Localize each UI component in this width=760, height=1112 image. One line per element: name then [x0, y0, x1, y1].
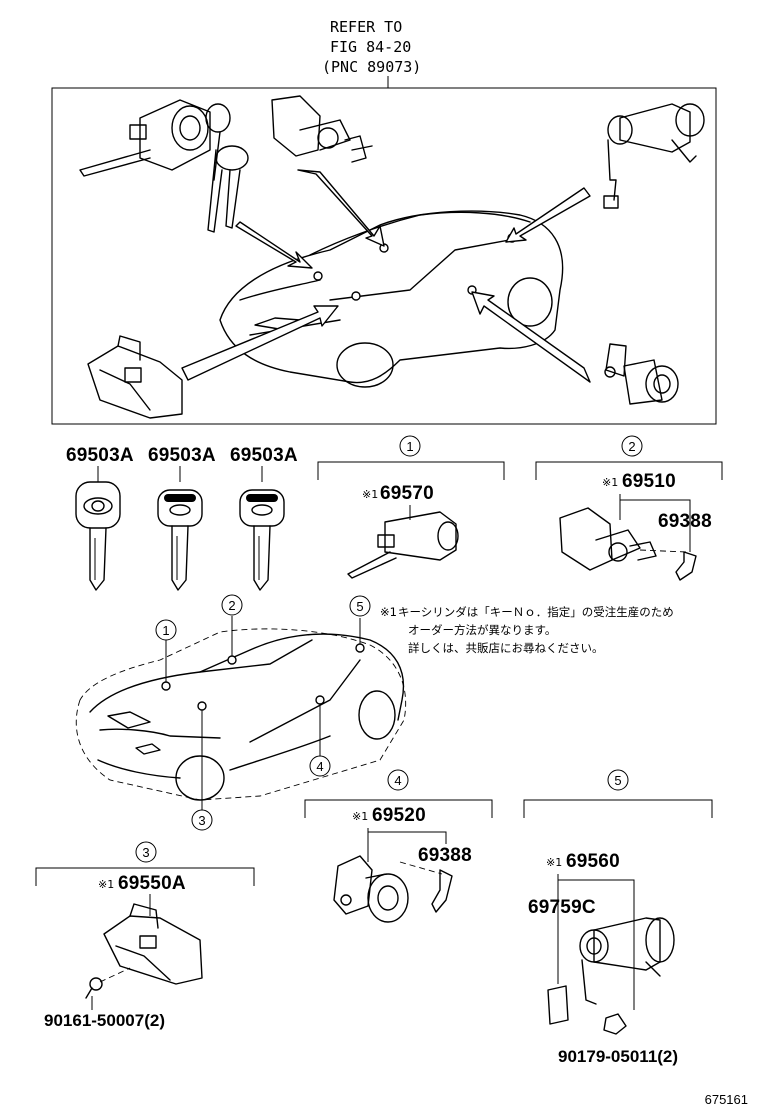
- car-callout-4: 4: [316, 759, 323, 774]
- group-3-mark: ※1: [98, 878, 114, 891]
- group-1-mark: ※1: [362, 488, 378, 501]
- refer-line-1: REFER TO: [330, 18, 402, 36]
- key-set: 69503A 69503A 69503A: [66, 445, 298, 591]
- key-part-3: 69503A: [230, 445, 298, 466]
- luggage-lock-icon: [85, 903, 203, 999]
- group-2-circle: 2: [628, 439, 635, 454]
- key-icon-2: [157, 489, 203, 591]
- group-4-part-main: 69520: [372, 805, 426, 826]
- ignition-cylinder-icon: [347, 511, 459, 579]
- car-callout-1: 1: [162, 623, 169, 638]
- overview-door-cylinder-icon: [603, 103, 705, 209]
- group-4-circle: 4: [394, 773, 401, 788]
- figure-number: 675161: [705, 1092, 748, 1107]
- car-callout-2: 2: [228, 598, 235, 613]
- group-5-part-main: 69560: [566, 851, 620, 872]
- group-3: 3 ※1 69550A 90161-50007(2): [35, 841, 255, 1030]
- group-1-circle: 1: [406, 439, 413, 454]
- group-4-mark: ※1: [352, 810, 368, 823]
- location-car: 1 2 3 4 5: [75, 594, 407, 831]
- overview-back-door-cylinder-icon: [604, 343, 679, 405]
- group-5-part-sub: 69759C: [528, 897, 596, 918]
- key-icon-3: [239, 489, 285, 591]
- group-2-mark: ※1: [602, 476, 618, 489]
- note-mark: ※1: [380, 605, 397, 619]
- overview-arrows: [181, 169, 591, 383]
- door-key-cylinder-icon: [333, 855, 453, 923]
- group-2: 2 ※1 69510 69388: [535, 435, 723, 581]
- group-2-part-sub: 69388: [658, 511, 712, 532]
- key-part-2: 69503A: [148, 445, 216, 466]
- door-lock-cylinder-icon: [559, 507, 697, 581]
- group-3-part: 69550A: [118, 873, 186, 894]
- overview-keys-icon: [205, 103, 249, 233]
- note-line-3: 詳しくは、共販店にお尋ねください。: [408, 641, 604, 655]
- note-line-2: オーダー方法が異なります。: [408, 623, 556, 637]
- overview-door-lock-icon: [271, 95, 373, 163]
- refer-line-3: (PNC 89073): [322, 58, 421, 76]
- group-3-circle: 3: [142, 845, 149, 860]
- overview-box: [51, 87, 717, 425]
- key-icon-1: [75, 481, 121, 591]
- group-4-part-sub: 69388: [418, 845, 472, 866]
- group-2-part-main: 69510: [622, 471, 676, 492]
- back-door-cylinder-icon: [547, 917, 675, 1035]
- key-part-1: 69503A: [66, 445, 134, 466]
- order-note: ※1 キーシリンダは「キーＮｏ．指定」の受注生産のため オーダー方法が異なります…: [380, 605, 674, 655]
- group-4: 4 ※1 69520 69388: [304, 769, 493, 923]
- overview-luggage-lock-icon: [87, 335, 183, 419]
- note-line-1: キーシリンダは「キーＮｏ．指定」の受注生産のため: [398, 605, 674, 619]
- overview-ignition-lock-icon: [79, 99, 211, 177]
- refer-label: REFER TO FIG 84-20 (PNC 89073): [322, 18, 421, 88]
- car-callout-5: 5: [356, 599, 363, 614]
- refer-line-2: FIG 84-20: [330, 38, 411, 56]
- car-callout-3: 3: [198, 813, 205, 828]
- group-5-nut: 90179-05011(2): [558, 1047, 678, 1066]
- group-5: 5 ※1 69560 69759C 90179-05011(2): [523, 769, 713, 1066]
- group-3-bolt: 90161-50007(2): [44, 1011, 165, 1030]
- overview-frame: [51, 87, 717, 425]
- group-5-mark: ※1: [546, 856, 562, 869]
- group-5-circle: 5: [614, 773, 621, 788]
- group-1: 1 ※1 69570: [317, 435, 505, 579]
- group-1-part: 69570: [380, 483, 434, 504]
